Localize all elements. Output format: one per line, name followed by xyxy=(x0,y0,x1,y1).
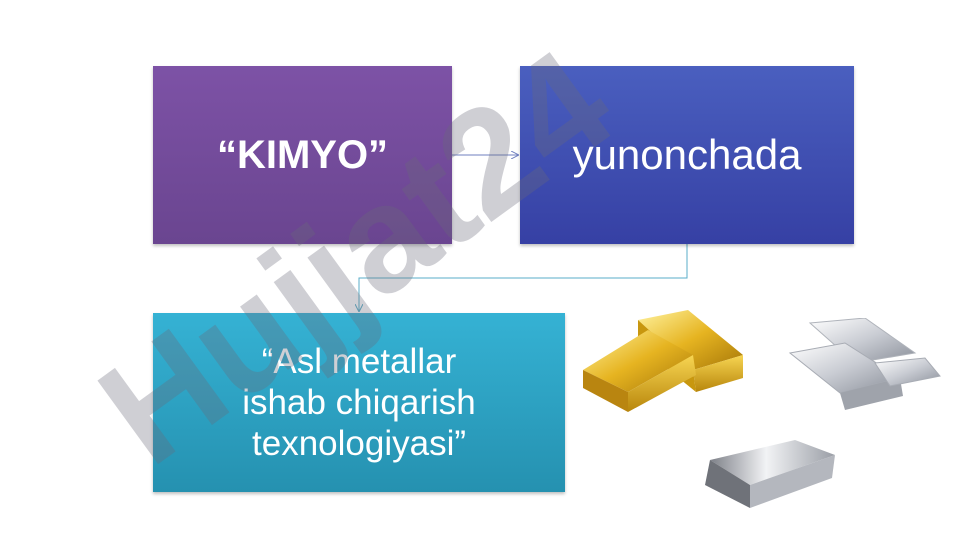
box-asl-label: “Asl metallar ishab chiqarish texnologiy… xyxy=(242,341,475,464)
box-asl-metallar: “Asl metallar ishab chiqarish texnologiy… xyxy=(153,313,565,492)
box-asl-line-1: “Asl metallar xyxy=(261,342,457,381)
silver-bars-stack-image xyxy=(788,318,941,410)
box-asl-line-3: texnologiyasi” xyxy=(252,424,466,463)
box-asl-line-2: ishab chiqarish xyxy=(242,383,476,422)
silver-bar-image xyxy=(705,440,835,508)
gold-bars-image xyxy=(583,310,743,412)
box-yunonchada-label: yunonchada xyxy=(572,131,802,178)
box-kimyo: “KIMYO” xyxy=(153,66,452,244)
arrow-yunonchada-to-asl xyxy=(359,244,688,311)
box-kimyo-label: “KIMYO” xyxy=(216,132,389,177)
box-yunonchada: yunonchada xyxy=(520,66,854,244)
